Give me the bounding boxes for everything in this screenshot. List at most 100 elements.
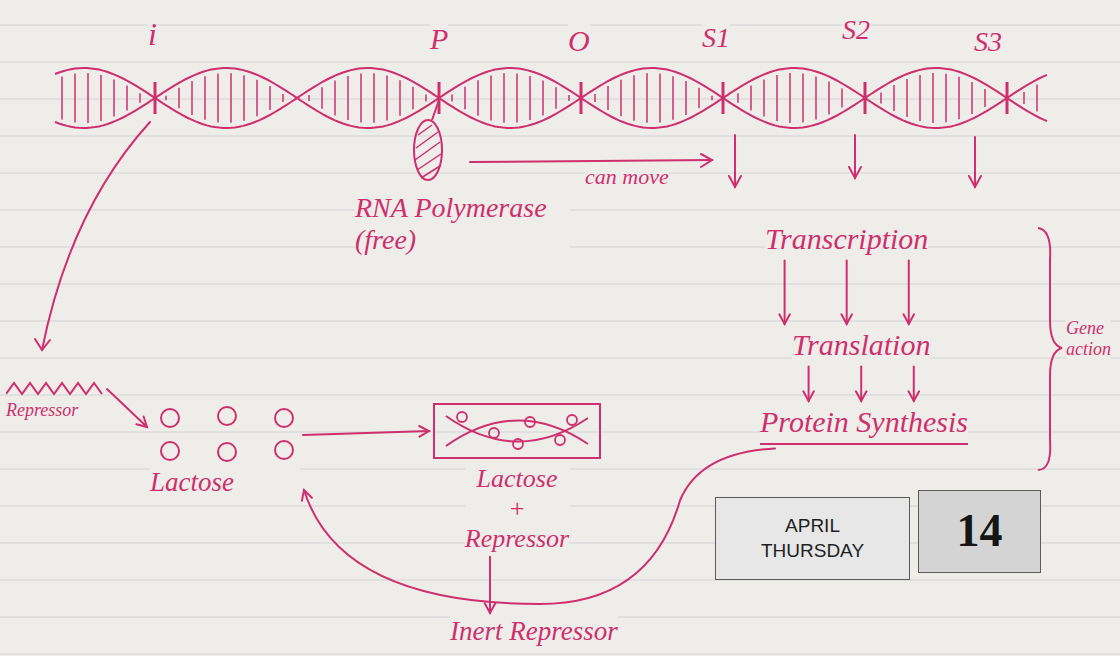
ruled-line xyxy=(0,25,1120,26)
bound-lactose xyxy=(489,428,499,438)
base-pair xyxy=(386,76,388,121)
gene-mark xyxy=(864,82,867,114)
ruled-line xyxy=(0,654,1120,655)
connector-line xyxy=(489,557,491,613)
arrow-head xyxy=(729,176,741,187)
node-text: Translation xyxy=(792,328,930,363)
node-text: Inert Repressor xyxy=(450,616,618,647)
base-pair xyxy=(659,74,661,123)
node-text: Protein Synthesis xyxy=(760,405,968,440)
base-pair xyxy=(100,75,102,121)
ruled-line xyxy=(0,358,1120,359)
base-pair xyxy=(165,96,167,100)
ruled-line xyxy=(0,321,1120,322)
ruled-line xyxy=(0,99,1120,100)
arrow-line xyxy=(42,122,150,350)
node-text: Lactose xyxy=(150,467,300,498)
base-pair xyxy=(711,96,713,100)
connector-line xyxy=(913,367,915,402)
arrow-connector xyxy=(485,557,496,613)
process-step: Protein Synthesis xyxy=(760,405,968,445)
arrow-head xyxy=(909,391,920,401)
gene-arrows xyxy=(729,135,981,187)
complex-node: Lactose + Repressor xyxy=(432,402,602,554)
base-pair xyxy=(425,95,427,102)
lactose-molecules xyxy=(150,405,300,467)
base-pair xyxy=(321,87,323,109)
arrow-head xyxy=(856,391,867,401)
date-box: APRIL THURSDAY xyxy=(715,497,910,580)
base-pair xyxy=(776,75,778,121)
gene-mark xyxy=(438,82,441,114)
base-pair xyxy=(607,86,609,110)
repressor-zigzag xyxy=(6,378,104,400)
arrow-head xyxy=(35,339,50,350)
bound-lactose xyxy=(513,439,523,449)
base-pair xyxy=(594,94,596,102)
base-pair xyxy=(178,88,180,108)
lactose-circle xyxy=(275,409,293,427)
base-pair xyxy=(464,87,466,110)
base-pair xyxy=(919,75,921,121)
lactose-circle xyxy=(218,407,236,425)
gene-mark xyxy=(154,82,157,114)
curly-brace xyxy=(1038,228,1062,470)
process-step: Translation xyxy=(792,328,930,363)
base-pair xyxy=(204,76,206,120)
ruled-line xyxy=(0,284,1120,285)
arrow-head xyxy=(485,603,496,613)
arrow-connector xyxy=(302,449,775,605)
ruled-line xyxy=(0,136,1120,137)
base-pair xyxy=(932,73,934,123)
base-pair xyxy=(568,95,570,101)
base-pair xyxy=(113,79,115,116)
connector-line xyxy=(107,389,147,427)
gene-label: S2 xyxy=(842,14,870,46)
connector-line xyxy=(303,431,429,435)
base-pair xyxy=(516,73,518,122)
day-number: 14 xyxy=(957,505,1003,558)
base-pair xyxy=(1036,85,1038,112)
base-pair xyxy=(191,81,193,115)
base-pair xyxy=(841,88,843,107)
bound-lactose xyxy=(457,412,467,422)
ruled-line xyxy=(0,580,1120,581)
node-text: Repressor xyxy=(6,400,104,421)
complex-box xyxy=(432,402,602,460)
base-pair xyxy=(282,94,284,102)
arrow-connector xyxy=(803,367,919,402)
arrow-line xyxy=(470,160,712,162)
connector-line xyxy=(304,449,775,605)
base-pair xyxy=(893,85,895,111)
arrow-head xyxy=(849,167,861,178)
process-step: Transcription xyxy=(765,222,928,257)
date-text: APRIL THURSDAY xyxy=(761,514,864,563)
bound-lactose xyxy=(555,435,565,445)
inert-repressor-node: Inert Repressor xyxy=(450,616,618,647)
base-pair xyxy=(412,87,414,110)
base-pair xyxy=(555,87,557,109)
arrow-connector xyxy=(779,261,914,325)
base-pair xyxy=(906,79,908,117)
base-pair xyxy=(243,75,245,120)
blob-outline xyxy=(414,120,442,180)
note-label: can move xyxy=(585,164,669,189)
dna-strand xyxy=(55,68,1047,128)
base-pair xyxy=(334,81,336,116)
base-pair xyxy=(74,74,76,123)
box-outline xyxy=(434,404,600,458)
repressor-node: Repressor xyxy=(6,378,104,421)
base-pair xyxy=(256,80,258,116)
base-pair xyxy=(529,76,531,120)
base-pair xyxy=(945,74,947,123)
lactose-circle xyxy=(161,442,179,460)
regulator-arrow xyxy=(35,122,150,350)
rna-polymerase-blob xyxy=(414,100,442,180)
arrow-connector xyxy=(303,426,429,437)
dna-helix xyxy=(55,68,1047,128)
base-pair xyxy=(646,73,648,123)
arrow-head xyxy=(841,314,852,324)
base-pair xyxy=(698,88,700,108)
gene-label: S1 xyxy=(702,22,730,54)
